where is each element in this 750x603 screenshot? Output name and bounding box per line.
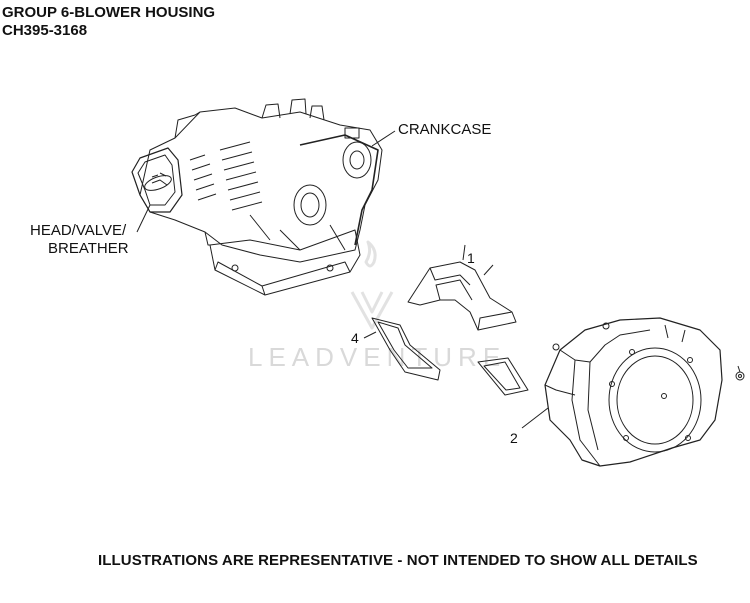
part-number-4: 4 <box>351 330 359 346</box>
watermark-text: LEADVENTURE <box>248 342 507 372</box>
part-number-2: 2 <box>510 430 518 446</box>
head-valve-label-line1: HEAD/VALVE/ <box>30 222 127 239</box>
head-valve-leader <box>136 204 151 233</box>
small-baffle-plate <box>477 357 529 396</box>
crankcase-leader <box>371 130 396 147</box>
part-1-air-guide <box>407 244 517 331</box>
part-number-1: 1 <box>467 250 475 266</box>
engine-assembly <box>131 98 383 296</box>
screw-fastener <box>735 365 745 381</box>
part-1-leader <box>462 244 466 261</box>
watermark-logo <box>350 240 394 330</box>
part-2-leader <box>521 407 549 429</box>
disclaimer-footer: ILLUSTRATIONS ARE REPRESENTATIVE - NOT I… <box>98 552 698 569</box>
page-title: GROUP 6-BLOWER HOUSING <box>2 4 216 21</box>
part-2-blower-housing <box>521 317 723 467</box>
crankcase-label: CRANKCASE <box>398 121 492 138</box>
head-valve-label-line2: BREATHER <box>48 240 129 257</box>
part-4-baffle <box>363 317 441 381</box>
part-4-leader <box>363 331 377 339</box>
model-number: CH395-3168 <box>2 22 88 39</box>
